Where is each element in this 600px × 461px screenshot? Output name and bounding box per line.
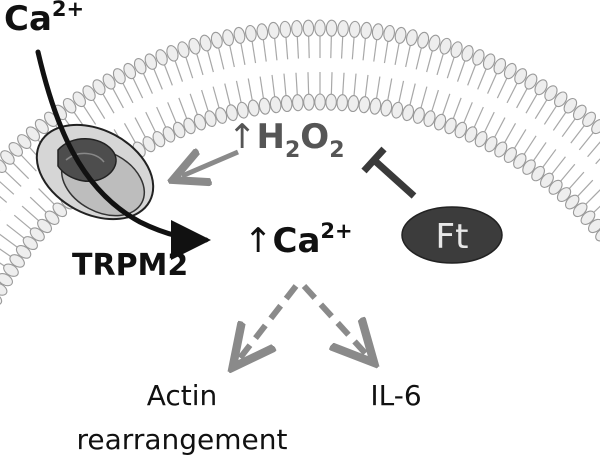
actin-label-line1: Actin — [147, 379, 218, 412]
ft-inhibition-line — [361, 146, 417, 199]
intracellular-calcium-label: ↑Ca2+ — [244, 219, 353, 261]
h2o2-label: ↑H2O2 — [228, 117, 345, 163]
dashed-arrow-to-il6 — [301, 283, 366, 354]
ft-label: Ft — [436, 217, 469, 257]
trpm2-label: TRPM2 — [72, 248, 188, 283]
h2o2-activation-arrow — [182, 152, 239, 176]
trpm2-channel-icon — [35, 123, 155, 221]
calcium-influx-arrow — [35, 49, 211, 260]
ft-ellipse-icon — [401, 206, 503, 264]
extracellular-calcium-label: Ca2+ — [4, 0, 84, 39]
dashed-arrow-to-actin — [240, 284, 299, 358]
il6-label: IL-6 — [370, 379, 421, 412]
actin-label-line2: rearrangement — [77, 423, 288, 456]
